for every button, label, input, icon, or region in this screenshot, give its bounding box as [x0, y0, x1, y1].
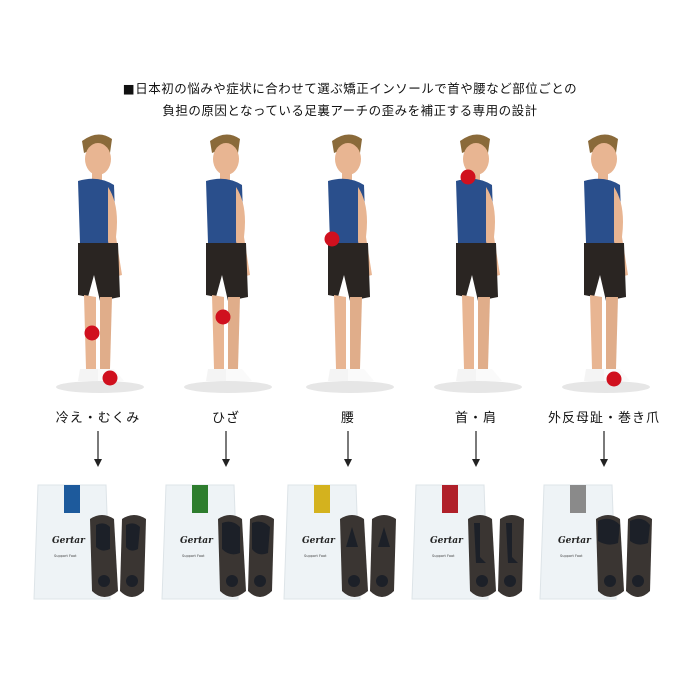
header-line-1: ■日本初の悩みや症状に合わせて選ぶ矯正インソールで首や腰など部位ごとの	[122, 81, 578, 96]
column-bunion-ingrown-nail: 外反母趾・巻き爪 Gertar Support Foot	[539, 125, 664, 685]
insole-package-illustration: Gertar Support Foot	[161, 484, 274, 600]
man-figure	[288, 125, 408, 395]
problem-marker	[102, 370, 118, 386]
down-arrow-icon	[288, 427, 408, 471]
standing-man-illustration	[306, 134, 394, 393]
problem-marker	[215, 309, 231, 325]
man-figure	[544, 125, 664, 395]
brand-logo: Gertar	[430, 536, 464, 546]
insole-package-illustration: Gertar Support Foot	[411, 484, 524, 600]
brand-logo: Gertar	[558, 536, 592, 546]
header-line-2: 負担の原因となっている足裏アーチの歪みを補正する専用の設計	[162, 103, 538, 118]
category-label: 腰	[340, 411, 355, 426]
problem-marker	[84, 325, 100, 341]
column-lower-back: 腰 Gertar Support Foot	[283, 125, 408, 685]
svg-text:Support Foot: Support Foot	[54, 554, 77, 558]
problem-marker	[606, 371, 622, 387]
category-label: 首・肩	[454, 411, 497, 426]
category-label: 外反母趾・巻き爪	[547, 411, 660, 426]
brand-logo: Gertar	[302, 536, 336, 546]
brand-logo: Gertar	[52, 536, 86, 546]
category-label: 冷え・むくみ	[55, 411, 141, 426]
insole-package-illustration: Gertar Support Foot	[283, 484, 396, 600]
insole-package-illustration: Gertar Support Foot	[539, 484, 652, 600]
insole-product: Gertar Support Foot	[156, 471, 296, 611]
column-neck-shoulder: 首・肩 Gertar Support Foot	[411, 125, 536, 685]
category-label: ひざ	[211, 411, 240, 426]
standing-man-illustration	[434, 134, 522, 393]
insole-product: Gertar Support Foot	[406, 471, 546, 611]
insole-product: Gertar Support Foot	[278, 471, 418, 611]
svg-text:Support Foot: Support Foot	[304, 554, 327, 558]
insole-package-illustration: Gertar Support Foot	[33, 484, 146, 600]
column-knee: ひざ Gertar Support Foot	[161, 125, 286, 685]
column-cold-swelling: 冷え・むくみ Gertar Support Foot	[33, 125, 158, 685]
down-arrow-icon	[166, 427, 286, 471]
man-figure	[38, 125, 158, 395]
standing-man-illustration	[562, 134, 650, 393]
problem-marker	[460, 169, 476, 185]
standing-man-illustration	[56, 134, 144, 393]
svg-text:Support Foot: Support Foot	[560, 554, 583, 558]
insole-product: Gertar Support Foot	[28, 471, 168, 611]
man-figure	[416, 125, 536, 395]
down-arrow-icon	[38, 427, 158, 471]
svg-text:Support Foot: Support Foot	[182, 554, 205, 558]
man-figure	[166, 125, 286, 395]
header: ■日本初の悩みや症状に合わせて選ぶ矯正インソールで首や腰など部位ごとの 負担の原…	[0, 78, 700, 122]
insole-product: Gertar Support Foot	[534, 471, 674, 611]
standing-man-illustration	[184, 134, 272, 393]
down-arrow-icon	[544, 427, 664, 471]
brand-logo: Gertar	[180, 536, 214, 546]
problem-marker	[324, 231, 340, 247]
down-arrow-icon	[416, 427, 536, 471]
svg-text:Support Foot: Support Foot	[432, 554, 455, 558]
